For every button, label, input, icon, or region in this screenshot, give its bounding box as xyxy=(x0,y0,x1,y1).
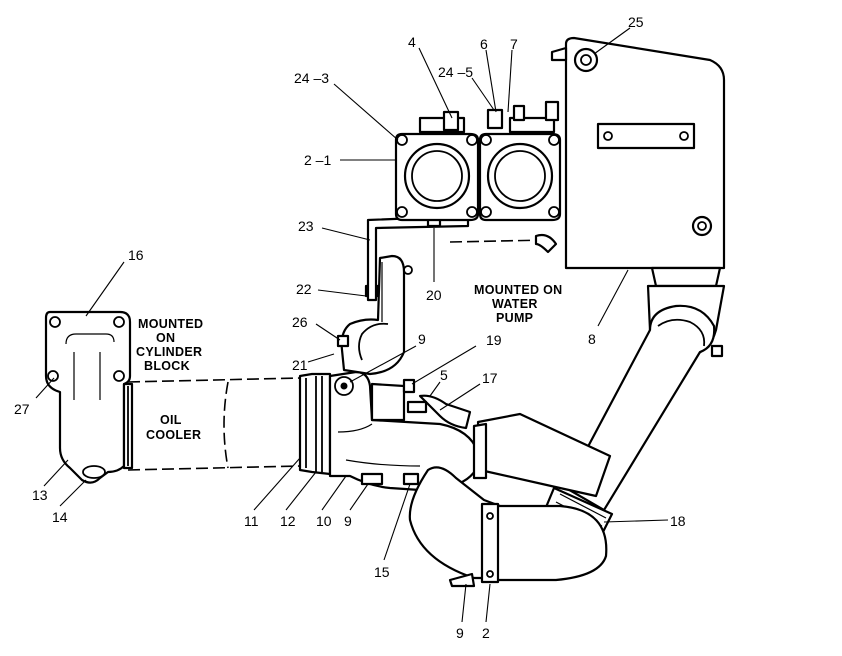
callout-2-1: 2 –1 xyxy=(304,152,331,168)
callout-23: 23 xyxy=(298,218,314,234)
note-oil-cooler-1: OIL xyxy=(160,413,182,427)
lower-elbow xyxy=(402,378,612,588)
note-cylinder-block-4: BLOCK xyxy=(144,359,190,373)
cylinder-block-elbow xyxy=(44,310,134,484)
note-water-pump-1: MOUNTED ON xyxy=(474,283,562,297)
note-cylinder-block-1: MOUNTED xyxy=(138,317,203,331)
note-water-pump-2: WATER xyxy=(492,297,538,311)
callout-4: 4 xyxy=(408,34,416,50)
callout-27: 27 xyxy=(14,401,30,417)
callout-10: 10 xyxy=(316,513,332,529)
callout-6: 6 xyxy=(480,36,488,52)
callout-22: 22 xyxy=(296,281,312,297)
callout-26: 26 xyxy=(292,314,308,330)
callout-24-3: 24 –3 xyxy=(294,70,329,86)
leader-lines xyxy=(35,27,669,623)
mounting-notes: MOUNTED ON CYLINDER BLOCK OIL COOLER MOU… xyxy=(136,283,562,442)
callout-5: 5 xyxy=(440,367,448,383)
callout-14: 14 xyxy=(52,509,68,525)
thermostat-housing-left xyxy=(394,132,480,222)
callout-13: 13 xyxy=(32,487,48,503)
callout-9-lower: 9 xyxy=(456,625,464,641)
callout-15: 15 xyxy=(374,564,390,580)
upper-riser-pipe xyxy=(336,254,413,422)
callout-21: 21 xyxy=(292,357,308,373)
callout-labels: 25 4 6 7 24 –3 24 –5 2 –1 23 16 22 20 26… xyxy=(14,14,686,641)
note-cylinder-block-3: CYLINDER xyxy=(136,345,202,359)
note-water-pump-3: PUMP xyxy=(496,311,533,325)
outlet-elbow-pipe xyxy=(542,284,726,540)
callout-25: 25 xyxy=(628,14,644,30)
note-oil-cooler-2: COOLER xyxy=(146,428,201,442)
callout-18: 18 xyxy=(670,513,686,529)
sleeve-flange xyxy=(298,372,332,476)
housing-top-bolts xyxy=(418,100,560,254)
callout-9-upper: 9 xyxy=(418,331,426,347)
callout-19: 19 xyxy=(486,332,502,348)
callout-20: 20 xyxy=(426,287,442,303)
callout-8: 8 xyxy=(588,331,596,347)
callout-7: 7 xyxy=(510,36,518,52)
callout-12: 12 xyxy=(280,513,296,529)
thermostat-housing-right xyxy=(478,132,562,222)
callout-11: 11 xyxy=(244,513,259,529)
callout-9-mid: 9 xyxy=(344,513,352,529)
callout-16: 16 xyxy=(128,247,144,263)
water-pump-housing xyxy=(550,36,726,288)
note-cylinder-block-2: ON xyxy=(156,331,175,345)
callout-24-5: 24 –5 xyxy=(438,64,473,80)
callout-2-lower: 2 xyxy=(482,625,490,641)
callout-17: 17 xyxy=(482,370,498,386)
oil-cooler xyxy=(127,377,301,471)
